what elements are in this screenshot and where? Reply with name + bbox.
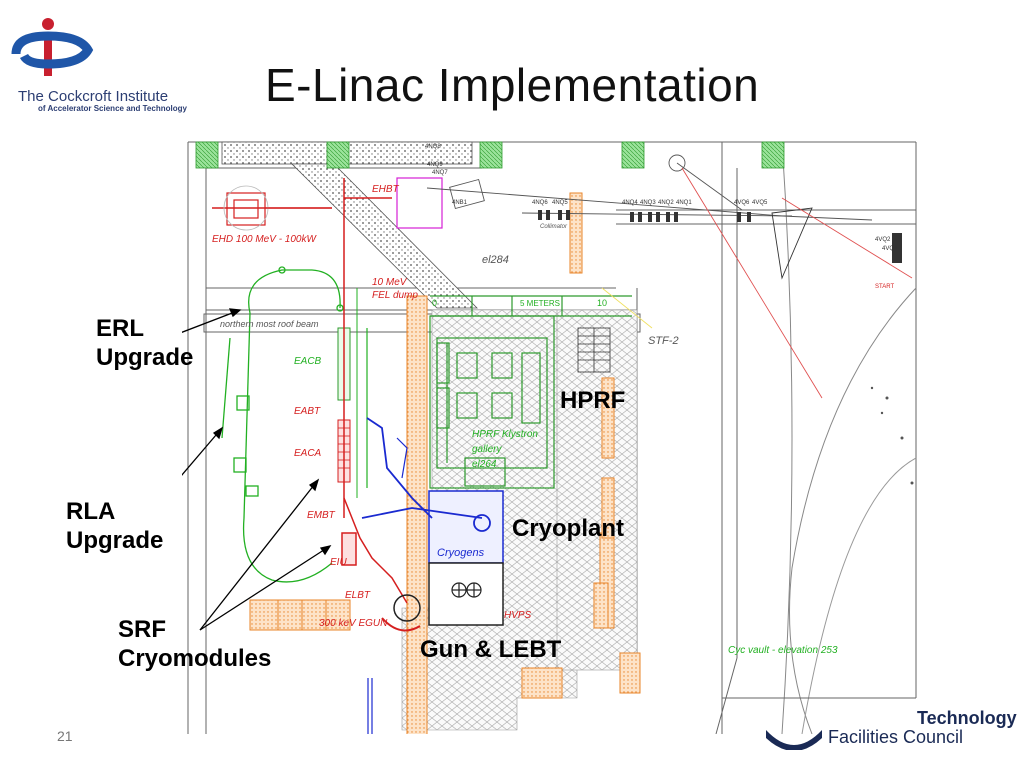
callout-hprf: HPRF: [560, 387, 626, 414]
stfc-logo-line2: Facilities Council: [828, 727, 964, 747]
staircase: [577, 327, 611, 373]
callout-rla-line2: Upgrade: [66, 527, 164, 554]
concrete-wall-diagonal: [291, 163, 478, 309]
label-cryogens: Cryogens: [437, 547, 485, 559]
label-scale-0: 0: [432, 298, 437, 308]
facility-plan-diagram: EHBT EHD 100 MeV - 100kW 10 MeV FEL dump…: [182, 141, 917, 734]
callout-erl-upgrade: ERL Upgrade: [96, 314, 193, 372]
orange-shielding: [249, 192, 641, 734]
label-4nq9: 4NQ9: [427, 162, 443, 168]
label-hprf-gallery-2: gallery: [472, 444, 502, 455]
label-embt: EMBT: [307, 510, 336, 521]
callout-cryoplant: Cryoplant: [512, 515, 625, 542]
label-4vq2: 4VQ2: [875, 237, 891, 243]
red-guide-lines: [601, 167, 913, 399]
label-4nb1: 4NB1: [452, 200, 468, 206]
label-elbt: ELBT: [345, 590, 371, 601]
hvps-units: [451, 582, 482, 598]
label-4nq8: 4NQ8: [425, 144, 441, 150]
label-egun: 300 keV EGUN: [319, 618, 388, 629]
callout-arrows: [182, 308, 332, 631]
label-ehd: EHD 100 MeV - 100kW: [212, 234, 317, 245]
label-start: START: [875, 284, 894, 290]
cryo-lines: [361, 417, 491, 734]
label-cyc-vault: Cyc vault - elevation 253: [728, 645, 838, 656]
callout-gun-lebt: Gun & LEBT: [420, 636, 562, 663]
label-4nq1: 4NQ1: [676, 200, 692, 206]
label-eacb: EACB: [294, 356, 322, 367]
label-meters: 5 METERS: [520, 299, 560, 308]
page-number: 21: [57, 728, 73, 744]
erl-loop: [221, 266, 344, 583]
hvps-room: [428, 562, 504, 626]
label-4nq7: 4NQ7: [432, 170, 448, 176]
label-stf2: STF-2: [648, 335, 679, 347]
vault-markers: [870, 386, 914, 485]
label-fel-dump-1: 10 MeV: [372, 277, 408, 288]
label-hprf-gallery-3: el264: [472, 459, 497, 470]
quadrupole-magnets: [538, 210, 902, 263]
label-4nq3: 4NQ3: [640, 200, 656, 206]
linac-cavities: [337, 178, 368, 518]
cockcroft-emblem-icon: [11, 18, 94, 76]
label-el284: el284: [482, 254, 509, 266]
label-4vq6: 4VQ6: [734, 200, 750, 206]
concrete-wall-top: [221, 141, 335, 165]
stfc-logo-line1: Technology: [917, 708, 1017, 728]
callout-srf-line1: SRF: [118, 616, 166, 643]
logo-name: The Cockcroft Institute: [18, 88, 169, 105]
ehd-dump: [223, 185, 332, 231]
label-4nq5: 4NQ5: [552, 200, 568, 206]
cockcroft-logo: The Cockcroft Institute of Accelerator S…: [8, 10, 187, 113]
logo-subtitle: of Accelerator Science and Technology: [38, 104, 187, 113]
label-hprf-gallery-1: HPRF Klystron: [472, 429, 538, 440]
label-roof-beam: northern most roof beam: [220, 319, 319, 329]
label-scale-10: 10: [597, 298, 607, 308]
label-fel-dump-2: FEL dump: [372, 290, 418, 301]
callout-rla-upgrade: RLA Upgrade: [66, 497, 163, 555]
label-hvps: HVPS: [504, 610, 532, 621]
label-4vq1: 4VQ1: [882, 246, 898, 252]
slide-title: E-Linac Implementation: [265, 59, 760, 111]
callout-srf-cryomodules: SRF Cryomodules: [118, 615, 271, 673]
label-4vq5: 4VQ5: [752, 200, 768, 206]
label-eabt: EABT: [294, 406, 321, 417]
hprf-gallery: [429, 295, 632, 489]
label-4nq4: 4NQ4: [622, 200, 638, 206]
label-ehbt: EHBT: [372, 184, 400, 195]
callout-rla-line1: RLA: [66, 498, 116, 525]
label-4nq2: 4NQ2: [658, 200, 674, 206]
callout-srf-line2: Cryomodules: [118, 645, 272, 672]
ehbt-box: [396, 177, 443, 229]
cryogens-room: [428, 490, 504, 564]
callout-erl-line1: ERL: [96, 315, 144, 342]
label-4nq6: 4NQ6: [532, 200, 548, 206]
concrete-wall-top-right: [341, 141, 473, 165]
callout-erl-line2: Upgrade: [96, 344, 194, 371]
label-collimator: Collimator: [540, 224, 568, 230]
label-eiu: EIU: [330, 557, 347, 568]
stfc-logo-icon: [766, 730, 822, 750]
label-eaca: EACA: [294, 448, 322, 459]
green-pads: [195, 141, 785, 169]
